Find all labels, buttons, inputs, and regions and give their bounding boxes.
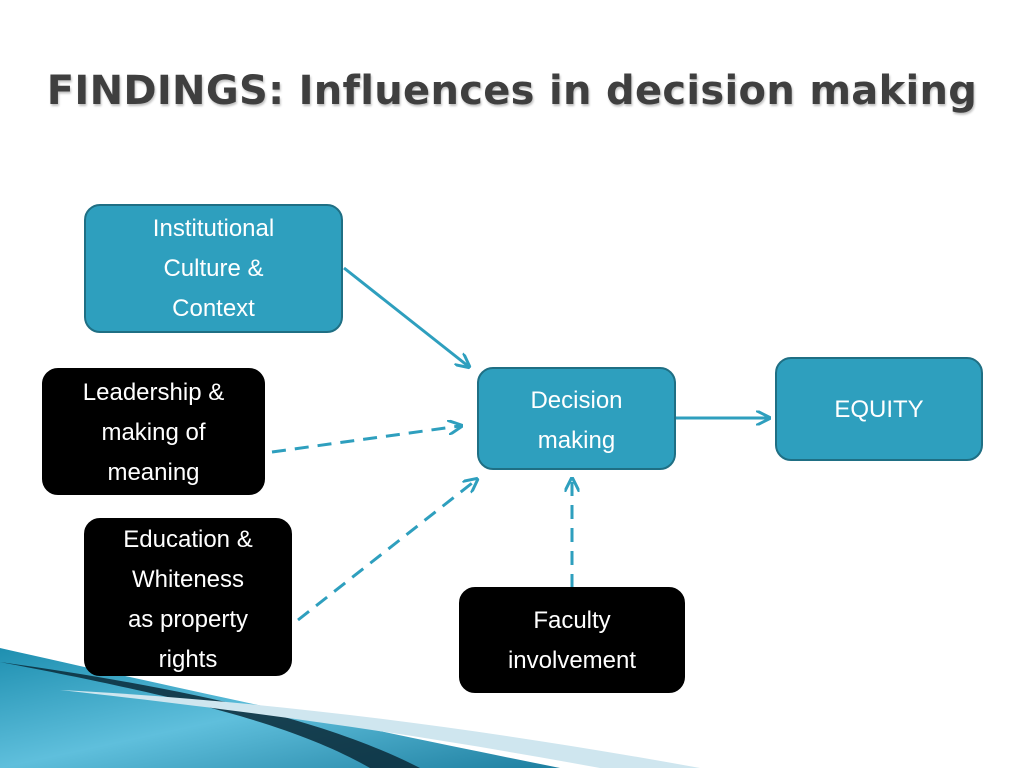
node-decision-making: Decision making — [477, 367, 676, 470]
node-institutional-culture: Institutional Culture & Context — [84, 204, 343, 333]
arrow-institutional-to-decision — [343, 266, 468, 366]
arrow-leadership-to-decision — [271, 426, 460, 454]
node-leadership: Leadership & making of meaning — [42, 368, 265, 495]
slide-title: FINDINGS: Influences in decision making — [46, 68, 978, 114]
node-education-whiteness: Education & Whiteness as property rights — [84, 518, 292, 676]
node-faculty-involvement: Faculty involvement — [459, 587, 685, 693]
arrow-education-to-decision — [297, 480, 476, 622]
node-equity: EQUITY — [775, 357, 983, 461]
